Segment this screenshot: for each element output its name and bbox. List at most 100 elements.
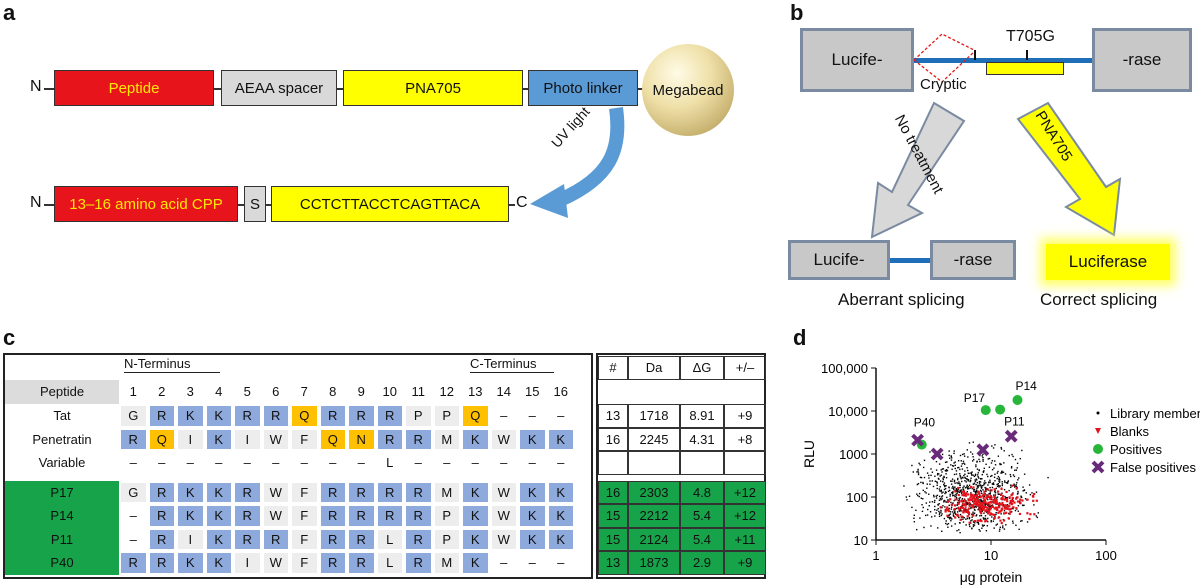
library-member-point bbox=[959, 507, 962, 510]
library-member-point bbox=[954, 486, 956, 488]
blank-point bbox=[967, 507, 970, 510]
library-member-point bbox=[978, 480, 981, 483]
library-member-point bbox=[994, 497, 996, 500]
library-member-point bbox=[970, 506, 972, 509]
library-member-point bbox=[972, 511, 974, 513]
residue-cell: – bbox=[149, 453, 174, 473]
library-member-point bbox=[929, 483, 931, 485]
n-terminus-label: N bbox=[30, 78, 42, 95]
library-member-point bbox=[951, 480, 953, 482]
blank-point bbox=[961, 490, 964, 494]
library-member-point bbox=[938, 488, 941, 490]
blank-point bbox=[1016, 496, 1019, 499]
library-member-point bbox=[964, 487, 967, 489]
blank-point bbox=[968, 498, 972, 501]
blank-point bbox=[953, 507, 956, 511]
residue-cell: G bbox=[121, 406, 146, 426]
library-member-point bbox=[997, 493, 999, 495]
library-member-point bbox=[958, 466, 960, 469]
library-member-point bbox=[956, 491, 959, 493]
library-member-point bbox=[977, 522, 980, 524]
library-member-point bbox=[968, 516, 971, 519]
library-member-point bbox=[997, 470, 999, 473]
library-member-point bbox=[980, 492, 983, 495]
library-member-point bbox=[1000, 513, 1002, 515]
library-member-point bbox=[938, 473, 940, 475]
library-member-point bbox=[972, 521, 975, 523]
residue-cell: K bbox=[206, 553, 231, 573]
residue-cell: K bbox=[206, 529, 231, 549]
library-member-point bbox=[938, 495, 941, 498]
library-member-point bbox=[958, 522, 961, 524]
library-member-point bbox=[964, 477, 967, 479]
library-member-point bbox=[962, 516, 964, 518]
library-member-point bbox=[995, 511, 997, 514]
stat-cell: 1873 bbox=[628, 551, 680, 575]
residue-cell: R bbox=[149, 482, 174, 502]
library-member-point bbox=[969, 525, 971, 528]
library-member-point bbox=[959, 482, 961, 485]
residue-cell: – bbox=[548, 553, 573, 573]
library-member-point bbox=[991, 483, 994, 485]
blank-point bbox=[960, 499, 964, 502]
library-member-point bbox=[997, 482, 999, 485]
residue-cell: R bbox=[149, 529, 174, 549]
library-member-point bbox=[1006, 482, 1008, 484]
blank-point bbox=[962, 490, 966, 493]
stat-header: ΔG bbox=[680, 356, 724, 380]
library-member-point bbox=[944, 461, 947, 464]
cpp-box: 13–16 amino acid CPP bbox=[54, 186, 238, 222]
library-member-point bbox=[989, 479, 991, 481]
stat-cell: +12 bbox=[724, 504, 766, 528]
library-member-point bbox=[991, 504, 994, 506]
blank-point bbox=[964, 492, 968, 495]
library-member-point bbox=[941, 530, 943, 533]
library-member-point bbox=[1021, 449, 1023, 452]
blank-point bbox=[992, 501, 995, 504]
library-member-point bbox=[954, 495, 956, 498]
library-member-point bbox=[1023, 489, 1026, 492]
library-member-point bbox=[967, 469, 969, 472]
blank-point bbox=[979, 504, 982, 507]
library-member-point bbox=[982, 456, 984, 459]
library-member-point bbox=[941, 498, 943, 500]
positive-point bbox=[980, 405, 991, 416]
residue-cell: F bbox=[292, 429, 317, 449]
library-member-point bbox=[999, 526, 1002, 528]
y-tick-label: 100 bbox=[846, 490, 868, 505]
library-member-point bbox=[918, 492, 921, 495]
blank-point bbox=[964, 494, 967, 497]
residue-cell: R bbox=[235, 482, 260, 502]
blank-point bbox=[973, 497, 976, 500]
library-member-point bbox=[1036, 516, 1038, 519]
library-member-point bbox=[958, 497, 960, 500]
blank-point bbox=[1011, 499, 1015, 503]
library-member-point bbox=[957, 490, 959, 492]
stat-cell: 5.4 bbox=[680, 504, 724, 528]
stat-cell: 5.4 bbox=[680, 527, 724, 551]
library-member-point bbox=[951, 493, 954, 495]
library-member-point bbox=[999, 493, 1001, 495]
library-member-point bbox=[950, 464, 952, 466]
library-member-point bbox=[1017, 492, 1019, 494]
library-member-point bbox=[973, 524, 976, 526]
library-member-point bbox=[948, 514, 950, 516]
blank-point bbox=[965, 510, 968, 513]
library-member-point bbox=[986, 473, 988, 476]
blank-point bbox=[999, 519, 1002, 522]
library-member-point bbox=[981, 510, 983, 512]
library-member-point bbox=[999, 462, 1001, 465]
position-header: 11 bbox=[411, 384, 426, 400]
cryptic-site-tick bbox=[974, 50, 976, 60]
library-member-point bbox=[911, 506, 913, 509]
blank-point bbox=[975, 497, 978, 501]
library-member-point bbox=[948, 450, 950, 452]
library-member-point bbox=[1010, 467, 1013, 469]
library-member-point bbox=[945, 469, 948, 471]
stat-cell: 13 bbox=[598, 551, 628, 575]
library-member-point bbox=[959, 474, 961, 477]
point-label: P11 bbox=[1004, 415, 1025, 429]
library-member-point bbox=[984, 486, 986, 489]
library-member-point bbox=[966, 488, 969, 490]
blank-point bbox=[1008, 496, 1011, 499]
